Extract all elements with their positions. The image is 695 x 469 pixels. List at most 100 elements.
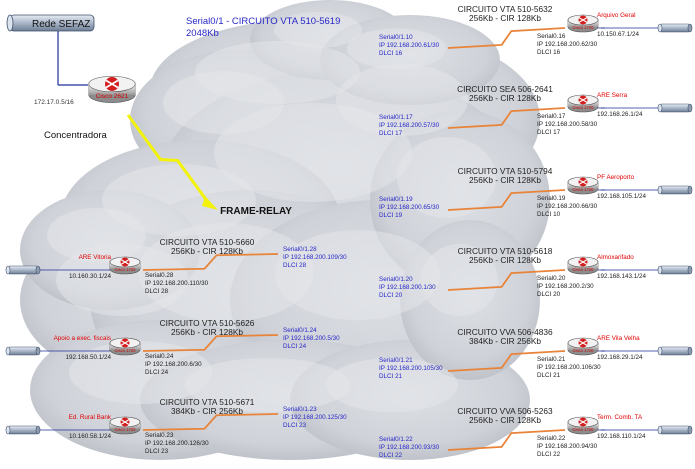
remote-interface-label: Serial0.22 [537,435,566,442]
router-model-label: Cisco 1720 [573,187,595,192]
router-arrows [578,17,588,23]
lan-subnet-label: 192.168.29.1/24 [597,354,643,361]
cylinder-body [659,265,691,275]
hub-dlci-label: DLCI 20 [379,292,403,299]
router-arrows [105,79,119,89]
cylinder-cap-left [5,346,11,356]
cloud-highlight [275,230,440,320]
circuit-speed-label: 256Kb - CIR 128Kb [469,93,541,103]
cylinder-cap-right [687,103,693,113]
router-model-label: Cisco 1720 [573,25,595,30]
lan-subnet-label: 192.168.26.1/24 [597,111,643,118]
circuit-speed-label: 256Kb - CIR 128Kb [469,13,541,23]
lan-subnet-label: 192.168.143.1/24 [597,273,647,280]
remote-ip-label: IP 192.168.200.106/30 [537,364,601,371]
hub-dlci-label: DLCI 16 [379,50,403,57]
hub-dlci-label: DLCI 19 [379,212,403,219]
remote-ip-label: IP 192.168.200.2/30 [537,283,594,290]
hub-role-label: Concentradora [44,130,108,141]
router-model-label: Cisco 2621 [96,93,129,100]
router-arrows [578,97,588,103]
lan-subnet-label: 10.150.67.1/24 [597,31,640,38]
hub-ip-label: IP 192.168.200.109/30 [283,254,347,261]
cloud-highlight [69,341,212,404]
circuit-speed-label: 256Kb - CIR 128Kb [469,255,541,265]
router-icon: Cisco 1720 [567,14,599,33]
hub-interface-label: Serial0/1.20 [379,276,413,283]
hub-dlci-label: DLCI 24 [283,343,307,350]
cylinder-cap-right [35,346,41,356]
hub-interface-label: Serial0/1.22 [379,436,413,443]
hub-ip-label: IP 192.168.200.1/30 [379,284,436,291]
rede-sefaz-label: Rede SEFAZ [32,19,90,30]
hub-interface-label: Serial0/1.28 [283,246,317,253]
network-cylinder-icon [657,425,693,435]
circuit-label: CIRCUITO VVA 506-4836 [457,327,553,337]
remote-ip-label: IP 192.168.200.62/30 [537,41,598,48]
site-label: Apoio a exec. fiscais [54,335,111,342]
circuit-label: CIRCUITO SEA 506-2641 [457,84,553,94]
remote-dlci-label: DLCI 17 [537,129,561,136]
remote-dlci-label: DLCI 22 [537,451,561,458]
router-arrows [578,259,588,265]
frame-relay-cloud [20,0,550,460]
network-cylinder-icon [657,346,693,356]
network-cylinder-icon [5,346,41,356]
remote-dlci-label: DLCI 21 [537,372,561,379]
cloud-highlight [421,244,498,316]
frame-relay-label: FRAME-RELAY [220,206,292,217]
circuit-speed-label: 256Kb - CIR 128Kb [469,175,541,185]
cylinder-cap-right [687,185,693,195]
circuit-label: CIRCUITO VTA 510-5632 [458,4,553,14]
circuit-label: CIRCUITO VTA 510-5794 [458,166,553,176]
remote-ip-label: IP 192.168.200.58/30 [537,121,598,128]
router-icon: Cisco 1720 [567,416,599,435]
router-icon: Cisco 1720 [109,337,141,356]
cylinder-cap-left [657,23,663,33]
cloud-highlight [102,164,256,236]
site-label: ARE Serra [597,92,628,99]
circuit-speed-label: 256Kb - CIR 128Kb [171,246,243,256]
cylinder-cap-left [657,185,663,195]
hub-interface-label: Serial0/1.10 [379,34,413,41]
site-label: Ed. Rural Bank [69,414,112,421]
network-cylinder-icon [5,265,41,275]
circuit-label: CIRCUITO VVA 506-5263 [457,406,553,416]
lightning-bolt-icon [142,253,279,271]
router-icon: Cisco 1720 [109,416,141,435]
cloud-highlight [397,137,496,218]
cloud-highlight [47,208,146,262]
rede-sefaz-segment: Rede SEFAZ [6,14,95,32]
cylinder-body [659,425,691,435]
site-label: ARE Vitoria [79,254,112,261]
router-model-label: Cisco 1720 [115,348,137,353]
remote-interface-label: Serial0.17 [537,113,566,120]
cylinder-body [659,346,691,356]
circuit-speed-label: 384Kb - CIR 256Kb [171,406,243,416]
network-cylinder-icon [657,103,693,113]
hub-dlci-label: DLCI 22 [379,452,403,459]
hub-link-speed: 2048Kb [186,28,219,39]
site-label: ARE Vila Velha [597,335,640,342]
remote-dlci-label: DLCI 23 [145,448,169,455]
lightning-bolt-icon [126,114,212,206]
network-cylinder-icon [5,425,41,435]
remote-interface-label: Serial0.23 [145,432,174,439]
remote-dlci-label: DLCI 10 [537,211,561,218]
router-model-label: Cisco 1720 [573,348,595,353]
circuit-label: CIRCUITO VTA 510-5660 [160,237,255,247]
hub-interface-label: Serial0/1.23 [283,406,317,413]
lan-subnet-label: 10.160.58.1/24 [69,433,112,440]
remote-ip-label: IP 192.168.200.110/30 [145,280,209,287]
cylinder-cap-right [35,425,41,435]
router-model-label: Cisco 1720 [573,267,595,272]
cylinder-body [7,265,39,275]
router-arrows [120,259,130,265]
router-icon: Cisco 1720 [567,176,599,195]
cylinder-cap-right [687,265,693,275]
lan-subnet-label: 10.160.30.1/24 [69,273,112,280]
cylinder-cap-left [5,265,11,275]
hub-dlci-label: DLCI 28 [283,262,307,269]
